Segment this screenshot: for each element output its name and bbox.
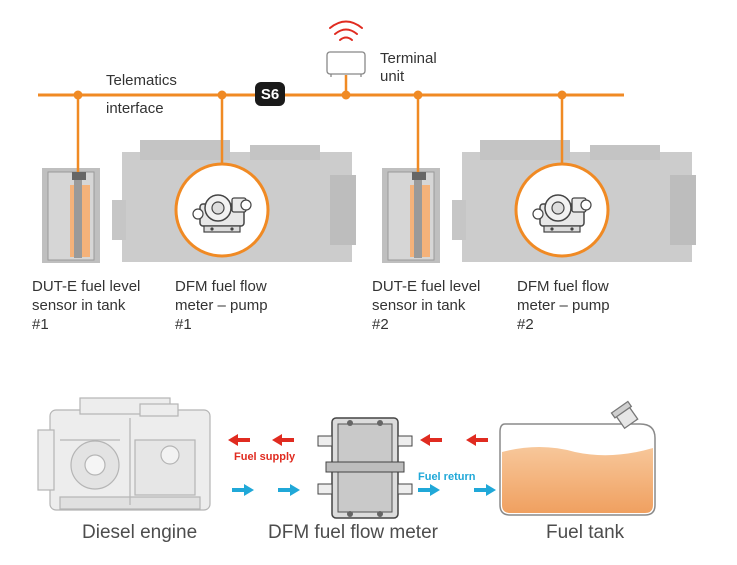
bus-node-3: [413, 90, 423, 100]
supply-arrow: [420, 434, 442, 446]
fuel-return-label: Fuel return: [418, 471, 476, 483]
flow-meter-closeup-2: [514, 162, 610, 258]
bus-node-terminal: [341, 90, 351, 100]
terminal-label-line1: Terminal: [380, 50, 437, 67]
diesel-engine-illustration: [37, 397, 211, 511]
flow-meter-closeup-1: [174, 162, 270, 258]
sensor-caption-1-line2: sensor in tank: [32, 297, 126, 314]
dfm-flow-meter-label: DFM fuel flow meter: [268, 522, 438, 543]
fuel-return-arrows: [232, 484, 496, 496]
sensor-caption-2-line3: #1: [175, 316, 192, 333]
bus-node-2: [217, 90, 227, 100]
sensor-caption-4-line1: DFM fuel flow: [517, 278, 609, 295]
sensor-caption-4-line2: meter – pump: [517, 297, 610, 314]
fuel-tank-1: [42, 168, 100, 263]
sensor-caption-3-line1: DUT-E fuel level: [372, 278, 481, 295]
sensor-caption-4-line3: #2: [517, 316, 534, 333]
sensor-caption-3-line3: #2: [372, 316, 389, 333]
return-arrow: [474, 484, 496, 496]
supply-arrow: [228, 434, 250, 446]
s6-badge-text: S6: [261, 86, 279, 103]
return-arrow: [232, 484, 254, 496]
sensor-caption-1-line3: #1: [32, 316, 49, 333]
terminal-unit-icon: [326, 51, 366, 77]
sensor-caption-1-line1: DUT-E fuel level: [32, 278, 141, 295]
fuel-supply-arrows: [228, 434, 488, 446]
terminal-label-line2: unit: [380, 68, 405, 85]
fuel-tank-2: [382, 168, 440, 263]
bus-node-1: [73, 90, 83, 100]
return-arrow: [418, 484, 440, 496]
sensor-caption-3-line2: sensor in tank: [372, 297, 466, 314]
dfm-flow-meter-illustration: [317, 417, 413, 519]
sensor-caption-2-line2: meter – pump: [175, 297, 268, 314]
fuel-tank-label: Fuel tank: [546, 522, 625, 543]
supply-arrow: [466, 434, 488, 446]
supply-arrow: [272, 434, 294, 446]
bottom-fuel-tank: [499, 400, 656, 516]
diesel-engine-label: Diesel engine: [82, 522, 198, 543]
telematics-label-line1: Telematics: [106, 72, 177, 89]
sensor-caption-2-line1: DFM fuel flow: [175, 278, 267, 295]
fuel-supply-label: Fuel supply: [234, 451, 296, 463]
wireless-signal-icon: [329, 20, 363, 41]
s6-badge: S6: [255, 82, 285, 106]
return-arrow: [278, 484, 300, 496]
telematics-label-line2: interface: [106, 100, 164, 117]
bus-node-4: [557, 90, 567, 100]
